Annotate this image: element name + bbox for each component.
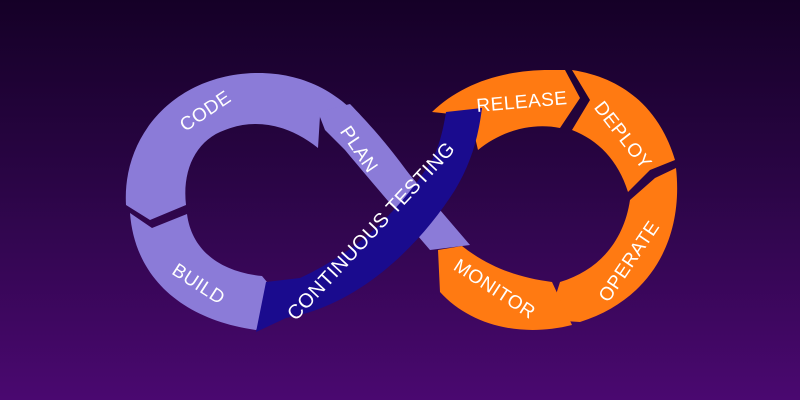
build-segment	[130, 213, 282, 330]
monitor-segment	[438, 246, 572, 330]
code-segment	[125, 72, 370, 220]
operate-segment	[548, 168, 678, 322]
release-segment	[432, 70, 580, 150]
deploy-segment	[572, 70, 675, 192]
continuous-testing-band	[256, 108, 482, 332]
